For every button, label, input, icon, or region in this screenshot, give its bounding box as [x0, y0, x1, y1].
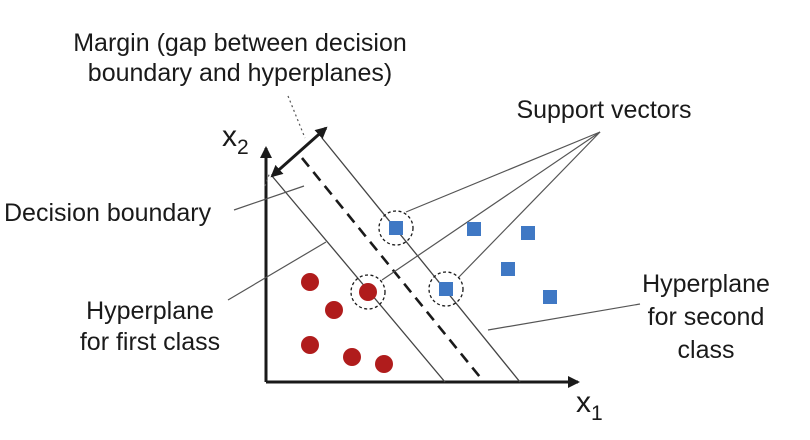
- support-vector-circle: [350, 274, 386, 310]
- hyperplane-second-label-line1: Hyperplane: [642, 270, 770, 298]
- margin-label-line2: boundary and hyperplanes): [88, 59, 392, 87]
- class-one-point: [375, 355, 393, 373]
- decision-boundary-label: Decision boundary: [4, 199, 212, 227]
- margin-arrow: [270, 126, 328, 178]
- class-two-point: [521, 226, 535, 240]
- y-axis-label: x2: [222, 120, 249, 159]
- hyperplane-second-label-line2: for second: [648, 303, 765, 331]
- hyperplane-second-class: [321, 137, 521, 383]
- x-axis-subscript: 1: [591, 402, 603, 425]
- y-axis-subscript: 2: [237, 136, 249, 159]
- support-vector-circle: [428, 271, 464, 307]
- hyperplane-first-class: [271, 175, 446, 383]
- hyperplane-first-leader: [227, 241, 327, 301]
- decision-boundary-leader: [233, 185, 305, 211]
- hyperplane-first-label-line2: for first class: [80, 328, 220, 356]
- class-one-point: [359, 283, 377, 301]
- support-vector-leader: [457, 131, 601, 279]
- support-vector-leader: [381, 131, 601, 281]
- class-one-point: [343, 348, 361, 366]
- class-one-point: [325, 301, 343, 319]
- class-two-point: [501, 262, 515, 276]
- hyperplane-first-label-line1: Hyperplane: [86, 297, 214, 325]
- hyperplane-second-label-line3: class: [678, 336, 735, 364]
- margin-label-line1: Margin (gap between decision: [73, 29, 407, 57]
- class-two-point: [467, 222, 481, 236]
- class-two-point: [439, 282, 453, 296]
- x-axis-label: x1: [576, 386, 603, 425]
- decision-boundary-line: [300, 157, 486, 383]
- support-vector-circle: [378, 210, 414, 246]
- class-one-point: [301, 336, 319, 354]
- y-axis-letter: x: [222, 120, 237, 153]
- support-vectors-label: Support vectors: [516, 96, 691, 124]
- class-one-point: [301, 273, 319, 291]
- class-two-point: [543, 290, 557, 304]
- support-vector-leader: [405, 131, 601, 213]
- x-axis-letter: x: [576, 386, 591, 419]
- margin-guide-line: [287, 95, 306, 139]
- class-two-point: [389, 221, 403, 235]
- hyperplane-second-leader: [487, 303, 641, 331]
